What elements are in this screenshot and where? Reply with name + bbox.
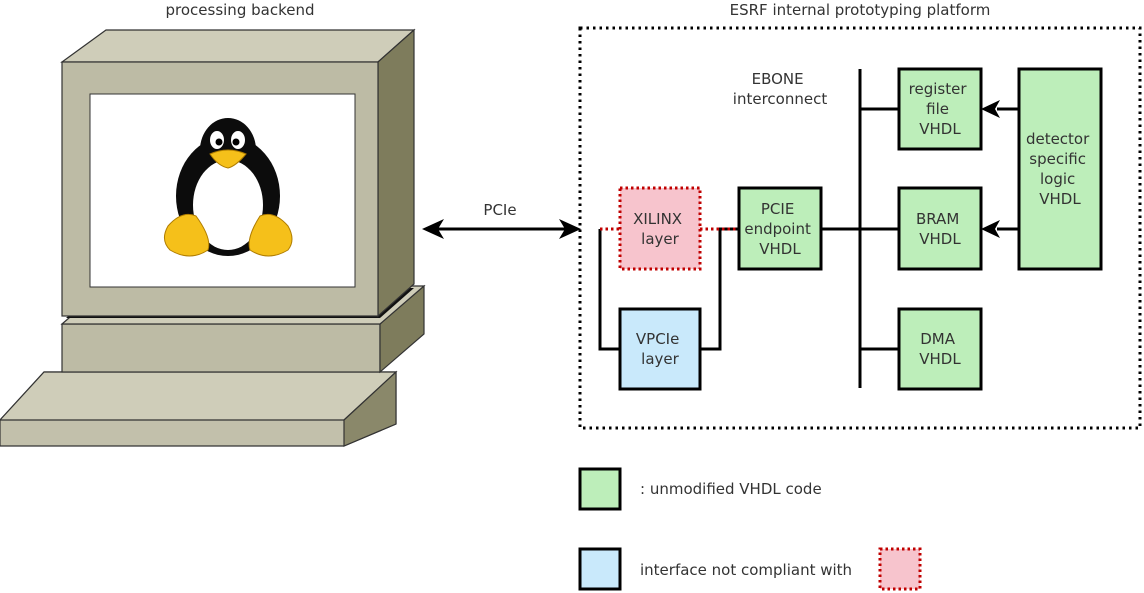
- interconnect-label: EBONE interconnect: [733, 70, 828, 108]
- legend: : unmodified VHDL code interface not com…: [578, 467, 922, 591]
- computer-title: processing backend: [166, 1, 315, 19]
- detector-logic-label: detector specific logic VHDL: [1026, 130, 1094, 208]
- legend-non-compliant-label: interface not compliant with: [640, 561, 852, 579]
- xilinx-layer-label: XILINX layer: [633, 210, 687, 248]
- pcie-endpoint-label: PCIE endpoint VHDL: [744, 200, 815, 258]
- monitor-top: [60, 29, 416, 63]
- pcie-endpoint-block: [737, 186, 823, 271]
- legend-unmodified-label: : unmodified VHDL code: [640, 480, 822, 498]
- bram-label: BRAM VHDL: [916, 210, 964, 248]
- detector-logic-block: [1017, 67, 1103, 271]
- dma-block: [897, 307, 983, 391]
- computer-base: [61, 323, 381, 373]
- register-file-label: register file VHDL: [909, 80, 972, 138]
- vpcie-layer-label: VPCIe layer: [636, 330, 684, 368]
- vpcie-layer-block: [618, 307, 702, 391]
- pcie-link-label: PCIe: [483, 201, 516, 219]
- platform-title: ESRF internal prototyping platform: [730, 1, 991, 19]
- tux-penguin-icon: [164, 118, 293, 257]
- pcie-link-arrow: [422, 219, 581, 239]
- legend-pink-swatch: [878, 547, 922, 591]
- legend-green-swatch: [578, 467, 622, 511]
- wiring: [598, 69, 1019, 388]
- computer-illustration: [0, 28, 426, 447]
- platform-boundary: [578, 26, 1142, 430]
- arrow-into-bram: [981, 220, 1000, 238]
- keyboard-side: [343, 370, 397, 447]
- arrow-into-register-file: [981, 100, 1000, 118]
- bram-block: [897, 186, 983, 271]
- keyboard-top: [0, 371, 398, 421]
- monitor-side: [377, 28, 415, 318]
- wire-to-vpcie: [598, 229, 620, 351]
- wire-vpcie-to-endpoint: [700, 227, 739, 351]
- legend-blue-swatch: [578, 547, 622, 591]
- dma-label: DMA VHDL: [919, 330, 961, 368]
- xilinx-layer-block: [618, 186, 702, 271]
- register-file-block: [897, 67, 983, 151]
